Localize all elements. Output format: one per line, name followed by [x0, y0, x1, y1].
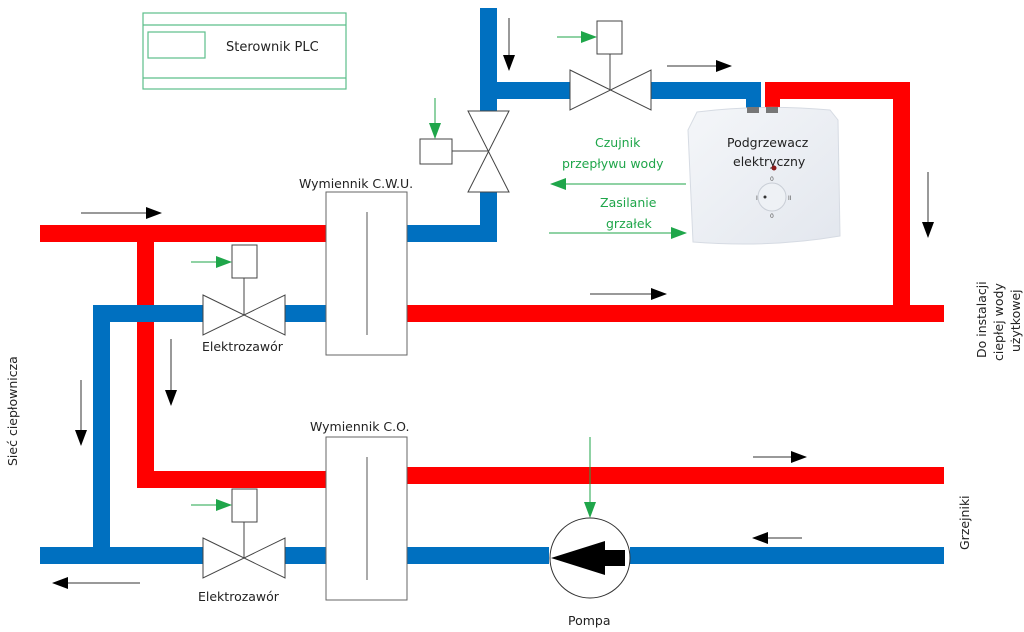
svg-text:I: I [756, 195, 758, 202]
cold-riser-pipe [93, 305, 110, 555]
exchanger-co: Wymiennik C.O. [310, 419, 409, 601]
heater-label-line1: Podgrzewacz [727, 135, 809, 150]
dhw-output-label: Do instalacji ciepłej wody użytkowej [974, 281, 1023, 361]
svg-text:przepływu wody: przepływu wody [562, 156, 664, 171]
heater-inlet-valve[interactable] [557, 20, 652, 111]
pump-label: Pompa [568, 613, 611, 628]
plc-display [147, 31, 206, 59]
exchanger-co-label: Wymiennik C.O. [310, 419, 409, 434]
svg-text:Do instalacji: Do instalacji [974, 281, 989, 358]
district-network-label: Sieć ciepłownicza [5, 356, 20, 466]
cold-cwu-outlet [407, 225, 497, 242]
valve-actuator [231, 488, 258, 523]
svg-text:Czujnik: Czujnik [595, 135, 641, 150]
svg-text:ciepłej wody: ciepłej wody [991, 283, 1006, 361]
heater-dial[interactable] [757, 182, 787, 212]
exchanger-cwu: Wymiennik C.W.U. [299, 176, 413, 356]
heater-label-line2: elektryczny [733, 154, 806, 169]
electric-heater[interactable]: Podgrzewacz elektryczny 0 I II 0 [687, 106, 841, 245]
plc-label: Sterownik PLC [226, 40, 319, 55]
heater-connector [747, 107, 759, 113]
svg-text:II: II [788, 195, 792, 202]
svg-text:0: 0 [770, 176, 774, 183]
svg-text:grzałek: grzałek [606, 216, 653, 231]
svg-text:0: 0 [770, 213, 774, 220]
valve-actuator [231, 244, 258, 279]
hot-dhw-pipe [407, 305, 944, 322]
three-way-valve[interactable] [419, 98, 510, 193]
pump-direction-icon [551, 541, 625, 575]
cold-heater-inlet [651, 82, 761, 99]
flow-arrows [52, 18, 934, 589]
valve-bottom-label: Elektrozawór [198, 589, 280, 604]
heater-power-signal: Zasilanie grzałek [549, 195, 687, 239]
radiators-label: Grzejniki [957, 495, 972, 550]
cold-main-return [40, 547, 203, 564]
cold-pipes [40, 8, 944, 564]
cold-return-pipe [93, 305, 203, 322]
heater-connector [766, 107, 778, 113]
valve-top-label: Elektrozawór [202, 339, 284, 354]
hot-branch-pipe [137, 225, 154, 488]
plc-controller: Sterownik PLC [142, 12, 347, 90]
pump[interactable]: Pompa [549, 437, 631, 628]
solenoid-valve-bottom[interactable]: Elektrozawór [191, 488, 286, 604]
solenoid-valve-top[interactable]: Elektrozawór [191, 244, 286, 354]
hot-heater-outlet [765, 82, 910, 99]
flow-sensor-signal: Czujnik przepływu wody [550, 135, 686, 190]
hot-co-return-pipe [137, 471, 327, 488]
svg-text:użytkowej: użytkowej [1008, 289, 1023, 352]
cold-radiator-return [630, 547, 944, 564]
exchanger-cwu-label: Wymiennik C.W.U. [299, 176, 413, 191]
valve-actuator [419, 138, 453, 165]
valve-actuator [596, 20, 623, 55]
svg-text:Zasilanie: Zasilanie [600, 195, 657, 210]
hot-supply-pipe [40, 225, 330, 242]
hot-pipes [40, 82, 944, 488]
heater-indicator-light [771, 165, 777, 171]
hot-radiator-pipe [407, 467, 944, 484]
hot-heater-riser [893, 82, 910, 322]
